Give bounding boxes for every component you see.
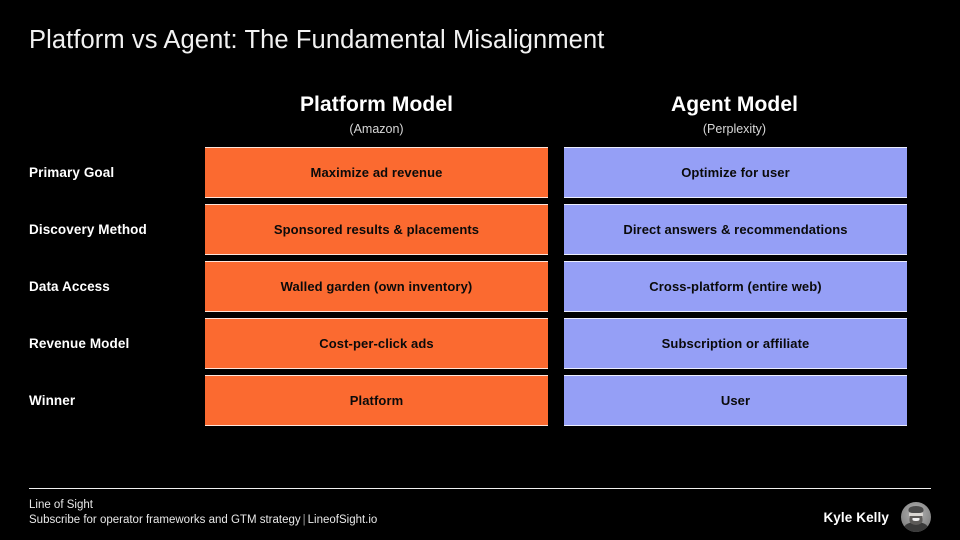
avatar-smile-shape [912, 517, 920, 521]
cell-agent-primary-goal: Optimize for user [564, 147, 907, 198]
column-divider [548, 147, 564, 198]
footer-tagline-text: Subscribe for operator frameworks and GT… [29, 514, 301, 526]
avatar-hair-shape [908, 506, 924, 514]
column-divider [548, 375, 564, 426]
column-header-platform: Platform Model (Amazon) [205, 92, 548, 144]
author-name: Kyle Kelly [823, 509, 889, 525]
table-row: Revenue Model Cost-per-click ads Subscri… [0, 318, 907, 369]
table-row: Data Access Walled garden (own inventory… [0, 261, 907, 312]
row-label-data-access: Data Access [29, 279, 110, 294]
column-header-agent-title: Agent Model [670, 93, 799, 116]
column-header-agent: Agent Model (Perplexity) [563, 92, 906, 144]
table-row: Discovery Method Sponsored results & pla… [0, 204, 907, 255]
footer-right-block: Kyle Kelly [823, 502, 931, 532]
column-header-agent-subtitle: (Perplexity) [702, 122, 767, 136]
avatar [901, 502, 931, 532]
row-label-discovery-method: Discovery Method [29, 222, 147, 237]
cell-agent-revenue-model: Subscription or affiliate [564, 318, 907, 369]
table-row: Primary Goal Maximize ad revenue Optimiz… [0, 147, 907, 198]
row-label-revenue-model: Revenue Model [29, 336, 130, 351]
row-label-winner: Winner [29, 393, 76, 408]
column-header-platform-subtitle: (Amazon) [349, 122, 404, 136]
footer-separator: | [302, 514, 306, 526]
cell-agent-winner: User [564, 375, 907, 426]
cell-platform-winner: Platform [205, 375, 548, 426]
footer-brand: Line of Sight [29, 499, 93, 511]
footer-divider [29, 488, 931, 489]
cell-platform-discovery-method: Sponsored results & placements [205, 204, 548, 255]
column-divider [548, 261, 564, 312]
footer-site-link[interactable]: LineofSight.io [307, 514, 378, 526]
row-label-primary-goal: Primary Goal [29, 165, 115, 180]
cell-platform-data-access: Walled garden (own inventory) [205, 261, 548, 312]
page-title: Platform vs Agent: The Fundamental Misal… [29, 26, 605, 54]
column-headers: Platform Model (Amazon) Agent Model (Per… [205, 92, 906, 144]
footer: Line of Sight Subscribe for operator fra… [29, 498, 931, 532]
column-divider [548, 318, 564, 369]
column-divider [548, 204, 564, 255]
avatar-body-shape [904, 522, 928, 532]
cell-platform-revenue-model: Cost-per-click ads [205, 318, 548, 369]
table-row: Winner Platform User [0, 375, 907, 426]
footer-tagline: Subscribe for operator frameworks and GT… [29, 513, 377, 528]
comparison-matrix: Primary Goal Maximize ad revenue Optimiz… [0, 147, 907, 432]
column-header-gap [548, 92, 563, 144]
column-header-platform-title: Platform Model [299, 93, 454, 116]
cell-agent-data-access: Cross-platform (entire web) [564, 261, 907, 312]
cell-agent-discovery-method: Direct answers & recommendations [564, 204, 907, 255]
footer-left-block: Line of Sight Subscribe for operator fra… [29, 498, 377, 528]
cell-platform-primary-goal: Maximize ad revenue [205, 147, 548, 198]
